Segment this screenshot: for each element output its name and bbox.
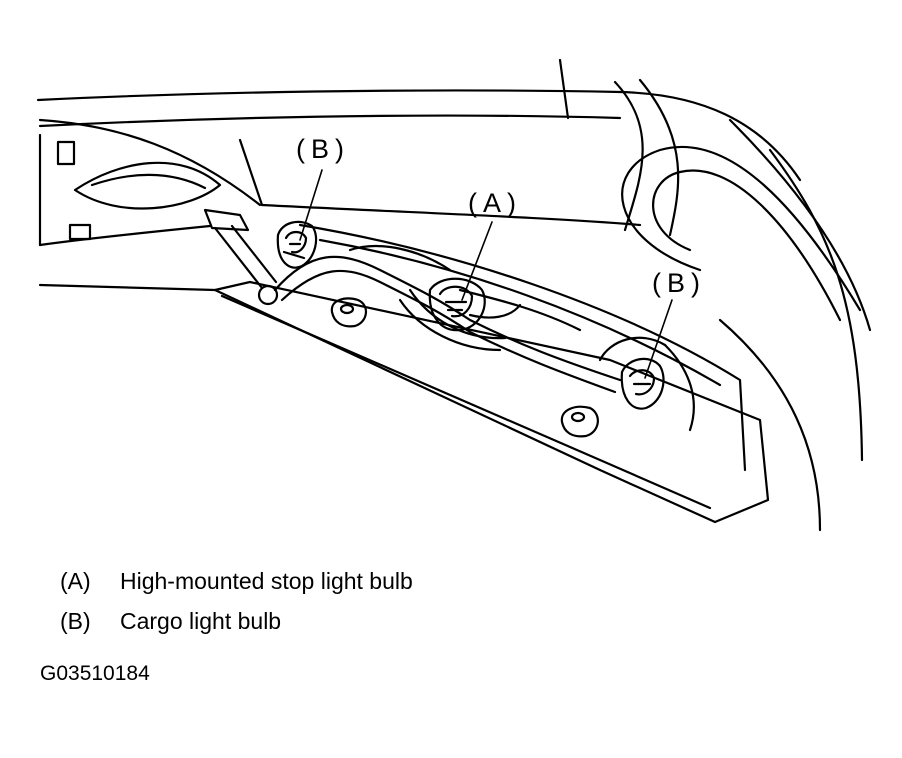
legend-key: (A) [60, 568, 91, 594]
mounting-bosses [330, 297, 599, 438]
rear-pillar [613, 78, 872, 532]
legend-item-a: (A) High-mounted stop light bulb [60, 568, 413, 595]
left-side-panel [38, 133, 222, 247]
wiring-harness [273, 244, 622, 394]
gas-strut [203, 208, 279, 306]
callout-b-right: (B) [652, 268, 706, 298]
legend-text: Cargo light bulb [120, 608, 282, 634]
legend-item-b: (B) Cargo light bulb [60, 608, 281, 635]
callout-leaders [299, 169, 673, 379]
callout-b-left: (B) [296, 134, 350, 164]
cargo-light-bulb-left [276, 220, 318, 269]
high-mounted-stop-light-bulb [428, 277, 522, 332]
roof-outline [36, 58, 802, 292]
callout-a: (A) [468, 188, 522, 218]
figure-code: G03510184 [40, 662, 150, 685]
legend-key: (B) [60, 608, 91, 634]
cargo-light-bulb-right [598, 336, 695, 432]
light-housing-tray [213, 223, 770, 524]
legend-text: High-mounted stop light bulb [120, 568, 413, 594]
line-drawing-rear-gate-light-assembly [36, 58, 872, 532]
